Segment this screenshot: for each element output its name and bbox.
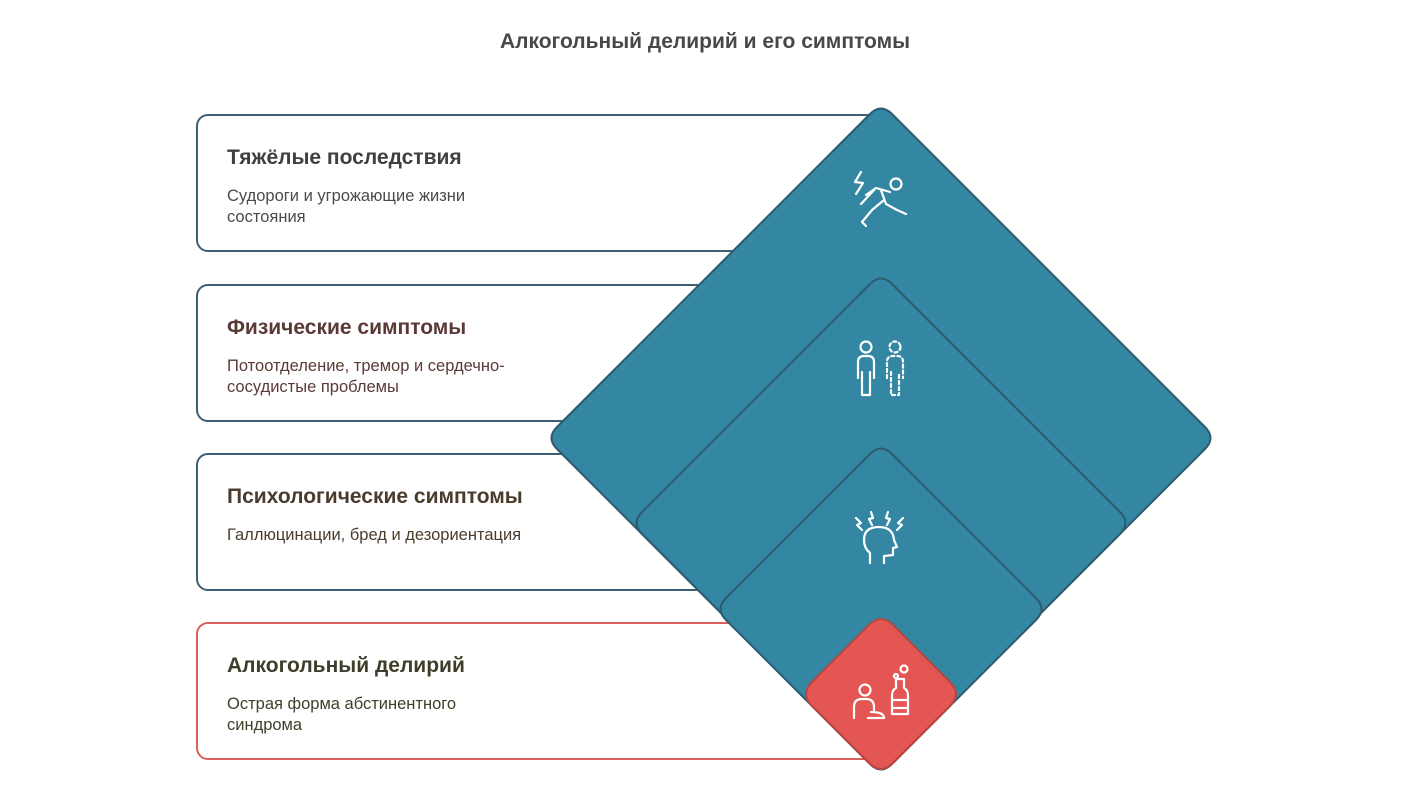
card-heading: Алкогольный делирий xyxy=(227,654,465,677)
card-text: Судороги и угрожающие жизни состояния xyxy=(227,187,466,226)
card-text: Галлюцинации, бред и дезориентация xyxy=(227,526,522,544)
card-heading: Физические симптомы xyxy=(227,316,467,339)
head-with-lightning-icon xyxy=(854,510,905,565)
falling-person-electric-shock-icon xyxy=(853,170,908,228)
card-heading: Психологические симптомы xyxy=(227,485,523,508)
card-text: Потоотделение, тремор и сердечно-сосудис… xyxy=(227,357,505,396)
page-title: Алкогольный делирий и его симптомы xyxy=(499,30,911,53)
card-text: Острая форма абстинентного синдрома xyxy=(227,695,457,734)
card-heading: Тяжёлые последствия xyxy=(227,146,462,169)
person-and-dashed-person-icon xyxy=(856,340,905,397)
diamond-level-delirium xyxy=(805,618,957,770)
person-with-bottle-icon xyxy=(852,664,910,720)
